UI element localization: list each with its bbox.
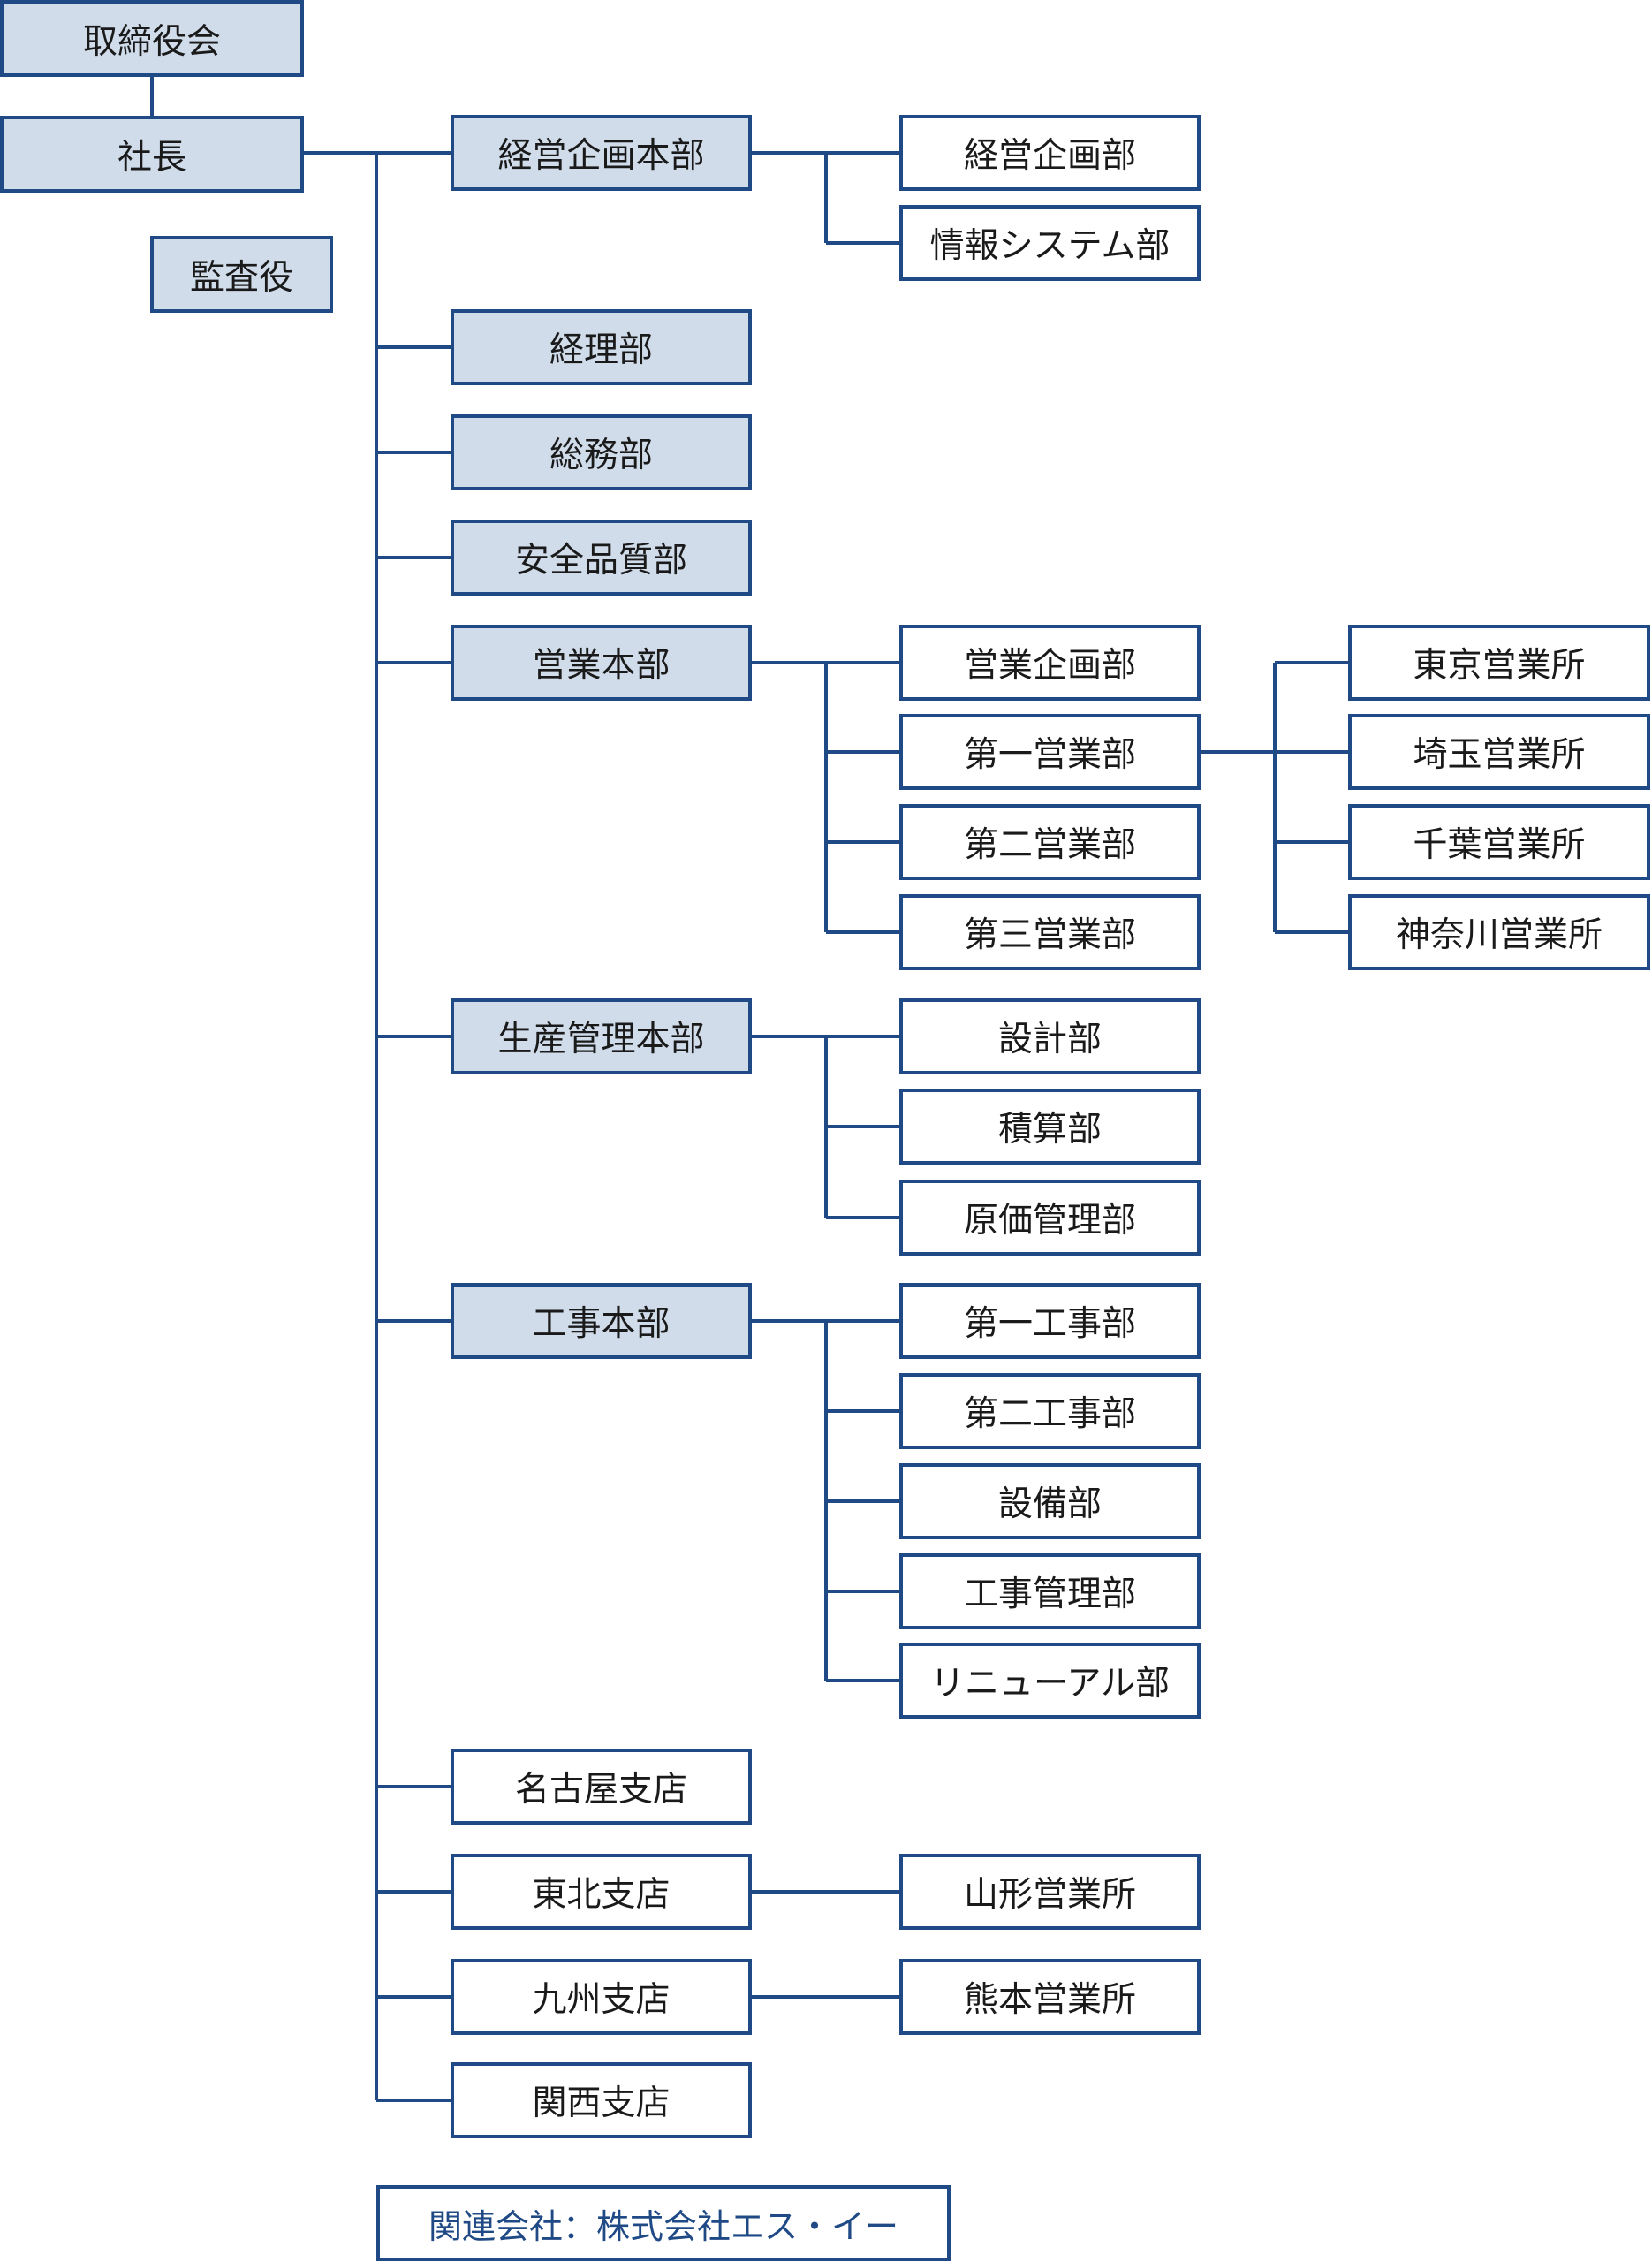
affiliate-company-box: 関連会社：株式会社エス・イー [376,2185,951,2261]
construction-1-dept-box: 第一工事部 [899,1283,1201,1359]
kumamoto-office-box: 熊本営業所 [899,1959,1201,2035]
general-affairs-box: 総務部 [451,414,752,490]
estimating-dept-box: 積算部 [899,1089,1201,1165]
construction-hq-box: 工事本部 [451,1283,752,1359]
board-box: 取締役会 [0,0,304,77]
design-dept-box: 設計部 [899,998,1201,1074]
sales-1-dept-box: 第一営業部 [899,714,1201,790]
construction-2-dept-box: 第二工事部 [899,1373,1201,1449]
corporate-planning-hq-box: 経営企画本部 [451,115,752,191]
kyushu-branch-box: 九州支店 [451,1959,752,2035]
corporate-planning-dept-box: 経営企画部 [899,115,1201,191]
renewal-dept-box: リニューアル部 [899,1643,1201,1719]
chiba-office-box: 千葉営業所 [1348,804,1650,880]
sales-hq-box: 営業本部 [451,625,752,701]
nagoya-branch-box: 名古屋支店 [451,1749,752,1825]
kansai-branch-box: 関西支店 [451,2062,752,2138]
facilities-dept-box: 設備部 [899,1463,1201,1539]
safety-quality-box: 安全品質部 [451,520,752,596]
sales-3-dept-box: 第三営業部 [899,894,1201,970]
tohoku-branch-box: 東北支店 [451,1854,752,1930]
sales-2-dept-box: 第二営業部 [899,804,1201,880]
saitama-office-box: 埼玉営業所 [1348,714,1650,790]
auditor-box: 監査役 [150,236,333,313]
cost-management-dept-box: 原価管理部 [899,1180,1201,1256]
president-box: 社長 [0,116,304,193]
yamagata-office-box: 山形営業所 [899,1854,1201,1930]
production-hq-box: 生産管理本部 [451,998,752,1074]
kanagawa-office-box: 神奈川営業所 [1348,894,1650,970]
sales-planning-dept-box: 営業企画部 [899,625,1201,701]
construction-management-dept-box: 工事管理部 [899,1553,1201,1629]
information-systems-dept-box: 情報システム部 [899,205,1201,281]
accounting-box: 経理部 [451,309,752,385]
tokyo-office-box: 東京営業所 [1348,625,1650,701]
